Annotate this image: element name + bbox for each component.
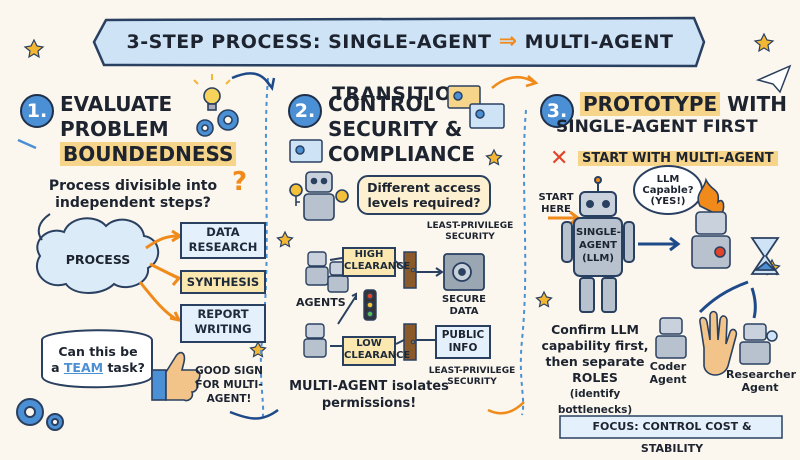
step1-number: 1. [20,94,54,128]
gear-icon [16,398,64,431]
team-word: TEAM [63,360,104,375]
team-question-end: task? [107,360,145,375]
step2-title-line2: SECURITY & [328,117,463,141]
step3-number: 3. [540,94,574,128]
step3-caption: Confirm LLM capability first, then separ… [532,322,658,418]
process-label: PROCESS [65,252,131,267]
step2-title-line1: CONTROL [328,92,436,116]
step2-title-line3: COMPLIANCE [328,142,475,166]
step3-title-line2: SINGLE-AGENT FIRST [556,117,758,137]
step1-flow [36,213,201,402]
step3-caption-roles: ROLES [572,370,618,385]
banner-right-text: MULTI-AGENT TRANSITION [331,31,674,105]
least-privilege-bottom: LEAST-PRIVILEGE SECURITY [428,366,516,387]
hand-icon [699,310,738,376]
banner-ribbon [92,16,706,68]
coder-agent-robot-icon [655,317,687,359]
step3-caption-note: (identify bottlenecks) [557,388,633,416]
page-title: 3-STEP PROCESS: SINGLE-AGENT ⇒ MULTI-AGE… [88,16,712,105]
step3-title-rest: WITH [727,92,788,116]
thumbs-up-icon [151,351,201,402]
team-question: Can this be a TEAM task? [46,344,150,376]
data-research-box: DATA RESEARCH [180,222,266,259]
coder-agent-label: Coder Agent [649,360,687,386]
access-levels-bubble: Different access levels required? [367,180,481,210]
banner-left-text: 3-STEP PROCESS: SINGLE-AGENT [126,31,492,53]
team-question-line1: Can this be [58,344,138,359]
robot-key-icon [289,171,349,221]
step2-caption: MULTI-AGENT isolates permissions! [289,379,449,411]
public-info-box: PUBLIC INFO [441,329,485,354]
high-clearance-box: HIGH CLEARANCE [342,247,410,277]
single-agent-label: SINGLE-AGENT (LLM) [576,227,621,264]
step1-question: Process divisible into independent steps… [48,178,218,211]
researcher-agent-label: Researcher Agent [726,368,797,394]
secure-data-label: SECURE DATA [441,294,487,317]
step2-diagram [289,85,505,361]
decorations: ? [16,32,792,431]
red-x-icon: ✕ [550,146,569,171]
agents-label: AGENTS [296,296,346,309]
step3-diagram [548,165,783,439]
team-question-a: a [51,360,60,375]
least-privilege-top: LEAST-PRIVILEGE SECURITY [426,221,514,242]
start-here-label: START HERE [538,192,574,215]
step1-title-line2: PROBLEM [60,117,169,141]
synthesis-box: SYNTHESIS [180,270,266,294]
avoid-multi-agent-label: START WITH MULTI-AGENT [578,151,778,166]
step2-title: CONTROL SECURITY & COMPLIANCE [328,92,475,167]
step3-caption-main: Confirm LLM capability first, then separ… [541,322,649,369]
step1-title: EVALUATE PROBLEM BOUNDEDNESS [60,92,237,167]
title-banner: 3-STEP PROCESS: SINGLE-AGENT ⇒ MULTI-AGE… [88,16,712,105]
paper-plane-icon [755,64,792,94]
step2-number: 2. [288,94,322,128]
banner-arrow-icon: ⇒ [498,29,518,54]
safe-icon [443,253,485,291]
process-cloud [36,217,159,294]
llm-capable-bubble: LLM Capable? (YES!) [642,174,694,207]
svg-text:?: ? [232,167,247,197]
focus-label: FOCUS: CONTROL COST & STABILITY [592,420,752,455]
good-sign-text: GOOD SIGN FOR MULTI-AGENT! [195,365,263,405]
researcher-agent-robot-icon [739,323,778,365]
step1-title-line1: EVALUATE [60,92,173,116]
agent-robot-icons [303,251,349,358]
lightbulb-icon [193,74,231,111]
door-icons [403,251,417,361]
hourglass-icon [750,237,780,275]
traffic-light-icon [363,289,377,321]
report-writing-box: REPORT WRITING [180,304,266,343]
overheated-robot-icon [691,177,731,269]
single-agent-robot-icon [561,176,635,313]
id-card-icon [289,85,505,163]
step3-title-highlight: PROTOTYPE [580,92,721,116]
step3-title: PROTOTYPE WITH [580,92,787,117]
low-clearance-box: LOW CLEARANCE [342,336,410,366]
step1-title-line3: BOUNDEDNESS [60,142,237,166]
